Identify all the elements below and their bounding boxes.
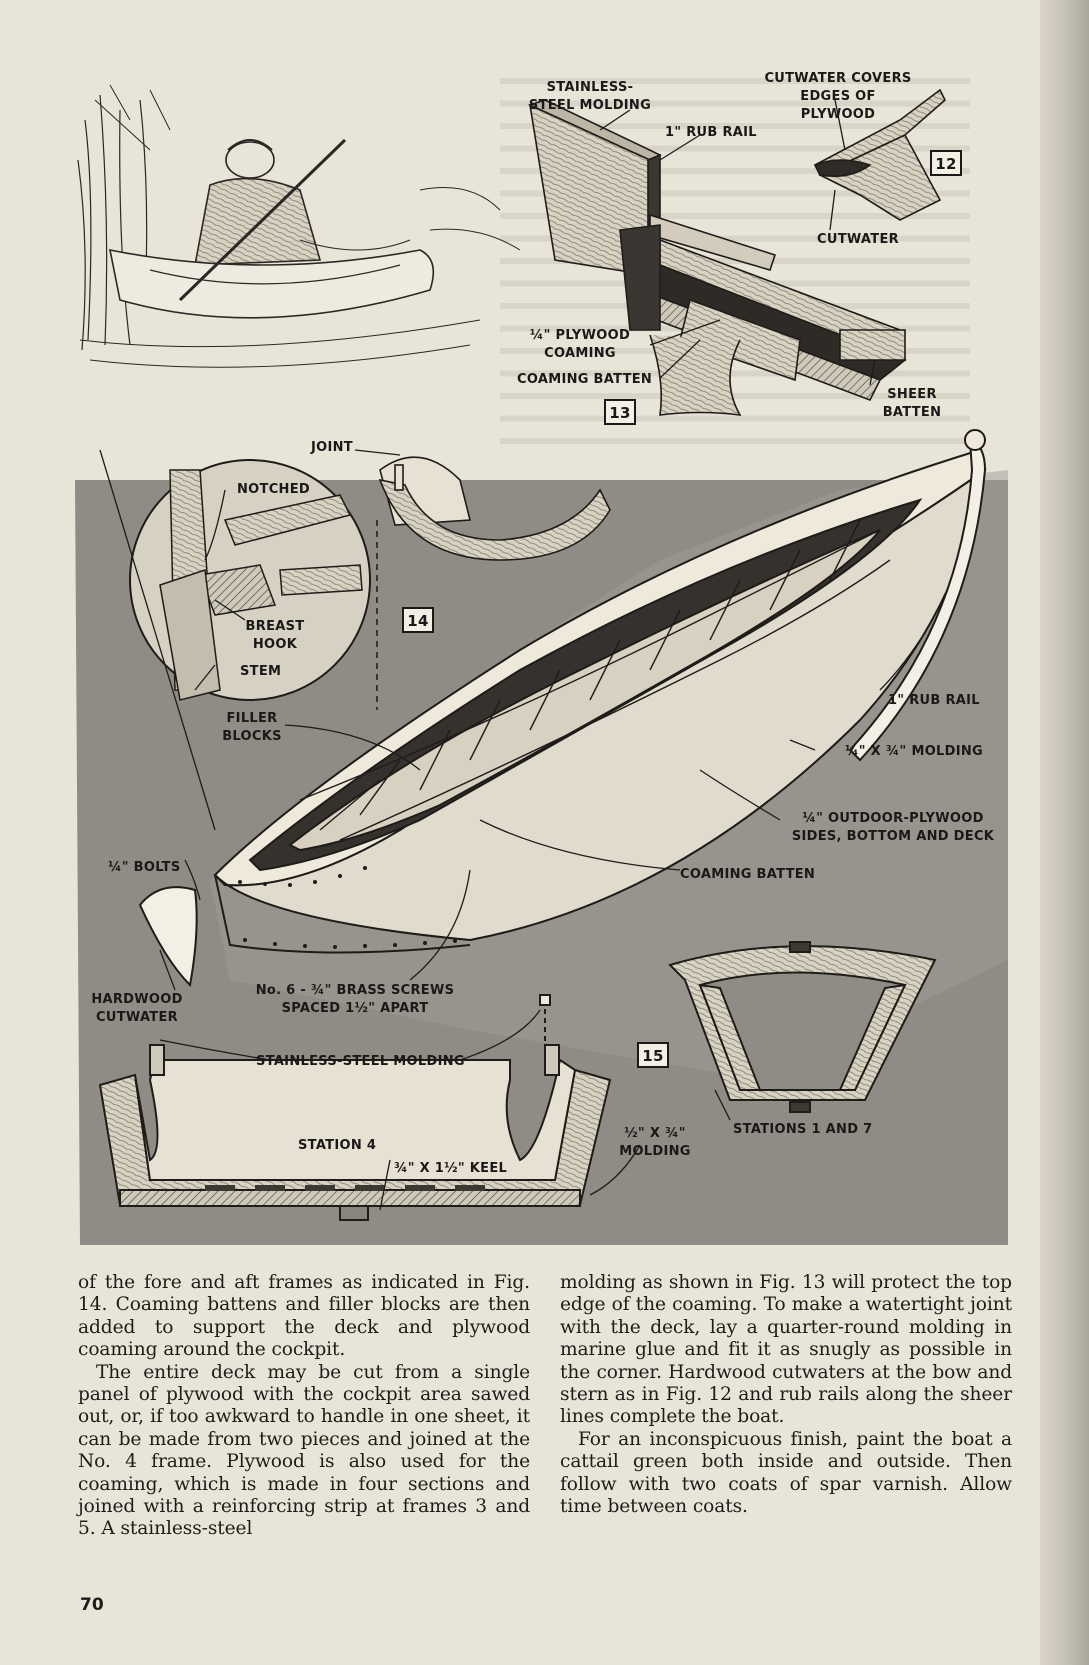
fig12-number: 12: [930, 150, 962, 176]
fig13-number: 13: [604, 399, 636, 425]
label-breast-hook-2: HOOK: [253, 637, 298, 652]
label-coaming-batten-top: COAMING BATTEN: [517, 372, 652, 387]
right-text-column: molding as shown in Fig. 13 will protect…: [560, 1272, 1012, 1518]
label-cutwater-covers-3: PLYWOOD: [801, 107, 876, 122]
label-cutwater: CUTWATER: [817, 232, 899, 247]
label-keel: ¾" X 1½" KEEL: [394, 1161, 507, 1176]
label-filler-blocks-2: BLOCKS: [222, 729, 282, 744]
right-paragraph-2: For an inconspicuous finish, paint the b…: [560, 1428, 1012, 1518]
label-joint: JOINT: [310, 440, 353, 455]
label-station-4: STATION 4: [298, 1138, 376, 1153]
label-molding-quarter: ¼" X ¾" MOLDING: [845, 744, 983, 759]
fig14-bow-detail: [129, 459, 371, 701]
label-sheer-batten-1: SHEER: [887, 387, 937, 402]
left-paragraph-2: The entire deck may be cut from a single…: [78, 1361, 530, 1540]
hardwood-cutwater-drawing: [138, 886, 198, 988]
deck-piece: [378, 456, 611, 561]
label-cutwater-covers-1: CUTWATER COVERS: [764, 71, 911, 86]
label-plywood-coaming-2: COAMING: [544, 346, 616, 361]
leader-lines: [99, 99, 921, 1211]
label-breast-hook-1: BREAST: [246, 619, 305, 634]
label-molding-half-1: ½" X ¾": [624, 1126, 686, 1141]
label-outdoor-plywood-1: ¼" OUTDOOR-PLYWOOD: [802, 811, 983, 826]
boat-hull-drawing: [213, 429, 987, 954]
label-rub-rail-top: 1" RUB RAIL: [665, 125, 757, 140]
fig12-cutwater-drawing: [813, 88, 946, 221]
label-stainless-steel-molding-1: STAINLESS-: [547, 80, 634, 95]
illustration-area: STAINLESS- STEEL MOLDING CUTWATER COVERS…: [75, 71, 1008, 1245]
hunter-illustration: [77, 84, 521, 368]
fig13-section-drawing: [527, 99, 907, 416]
right-paragraph-1: molding as shown in Fig. 13 will protect…: [560, 1272, 1012, 1428]
label-brass-screws-1: No. 6 - ¾" BRASS SCREWS: [256, 983, 455, 998]
label-cutwater-covers-2: EDGES OF: [800, 89, 875, 104]
svg-text:12: 12: [935, 155, 956, 173]
left-text-column: of the fore and aft frames as indicated …: [78, 1272, 530, 1541]
stations1and7-frame-drawing: [668, 941, 937, 1113]
label-sheer-batten-2: BATTEN: [883, 405, 942, 420]
label-stations-1-and-7: STATIONS 1 AND 7: [733, 1122, 872, 1137]
label-stainless-steel-molding-bottom: STAINLESS-STEEL MOLDING: [256, 1054, 465, 1069]
label-brass-screws-2: SPACED 1½" APART: [282, 1001, 429, 1016]
label-notched: NOTCHED: [237, 482, 310, 497]
label-rub-rail-right: 1" RUB RAIL: [888, 693, 980, 708]
left-paragraph-1: of the fore and aft frames as indicated …: [78, 1272, 530, 1361]
svg-text:14: 14: [407, 612, 428, 630]
page-number: 70: [80, 1595, 104, 1615]
label-hardwood-cutwater-1: HARDWOOD: [91, 992, 182, 1007]
label-molding-half-2: MOLDING: [619, 1144, 691, 1159]
svg-text:15: 15: [642, 1047, 663, 1065]
label-coaming-batten-mid: COAMING BATTEN: [680, 867, 815, 882]
fig15-number: 15: [637, 1042, 669, 1068]
station4-frame-drawing: [98, 994, 612, 1221]
label-stainless-steel-molding-2: STEEL MOLDING: [529, 98, 651, 113]
fig14-number: 14: [402, 607, 434, 633]
label-plywood-coaming-1: ¼" PLYWOOD: [530, 328, 630, 343]
label-bolts: ¼" BOLTS: [108, 860, 180, 875]
label-filler-blocks-1: FILLER: [227, 711, 278, 726]
page-edge-shadow: [1040, 0, 1089, 1665]
label-hardwood-cutwater-2: CUTWATER: [96, 1010, 178, 1025]
boat-construction-diagram: STAINLESS- STEEL MOLDING CUTWATER COVERS…: [75, 71, 1008, 1245]
svg-text:13: 13: [609, 404, 630, 422]
label-outdoor-plywood-2: SIDES, BOTTOM AND DECK: [792, 829, 995, 844]
label-stem: STEM: [240, 664, 281, 679]
